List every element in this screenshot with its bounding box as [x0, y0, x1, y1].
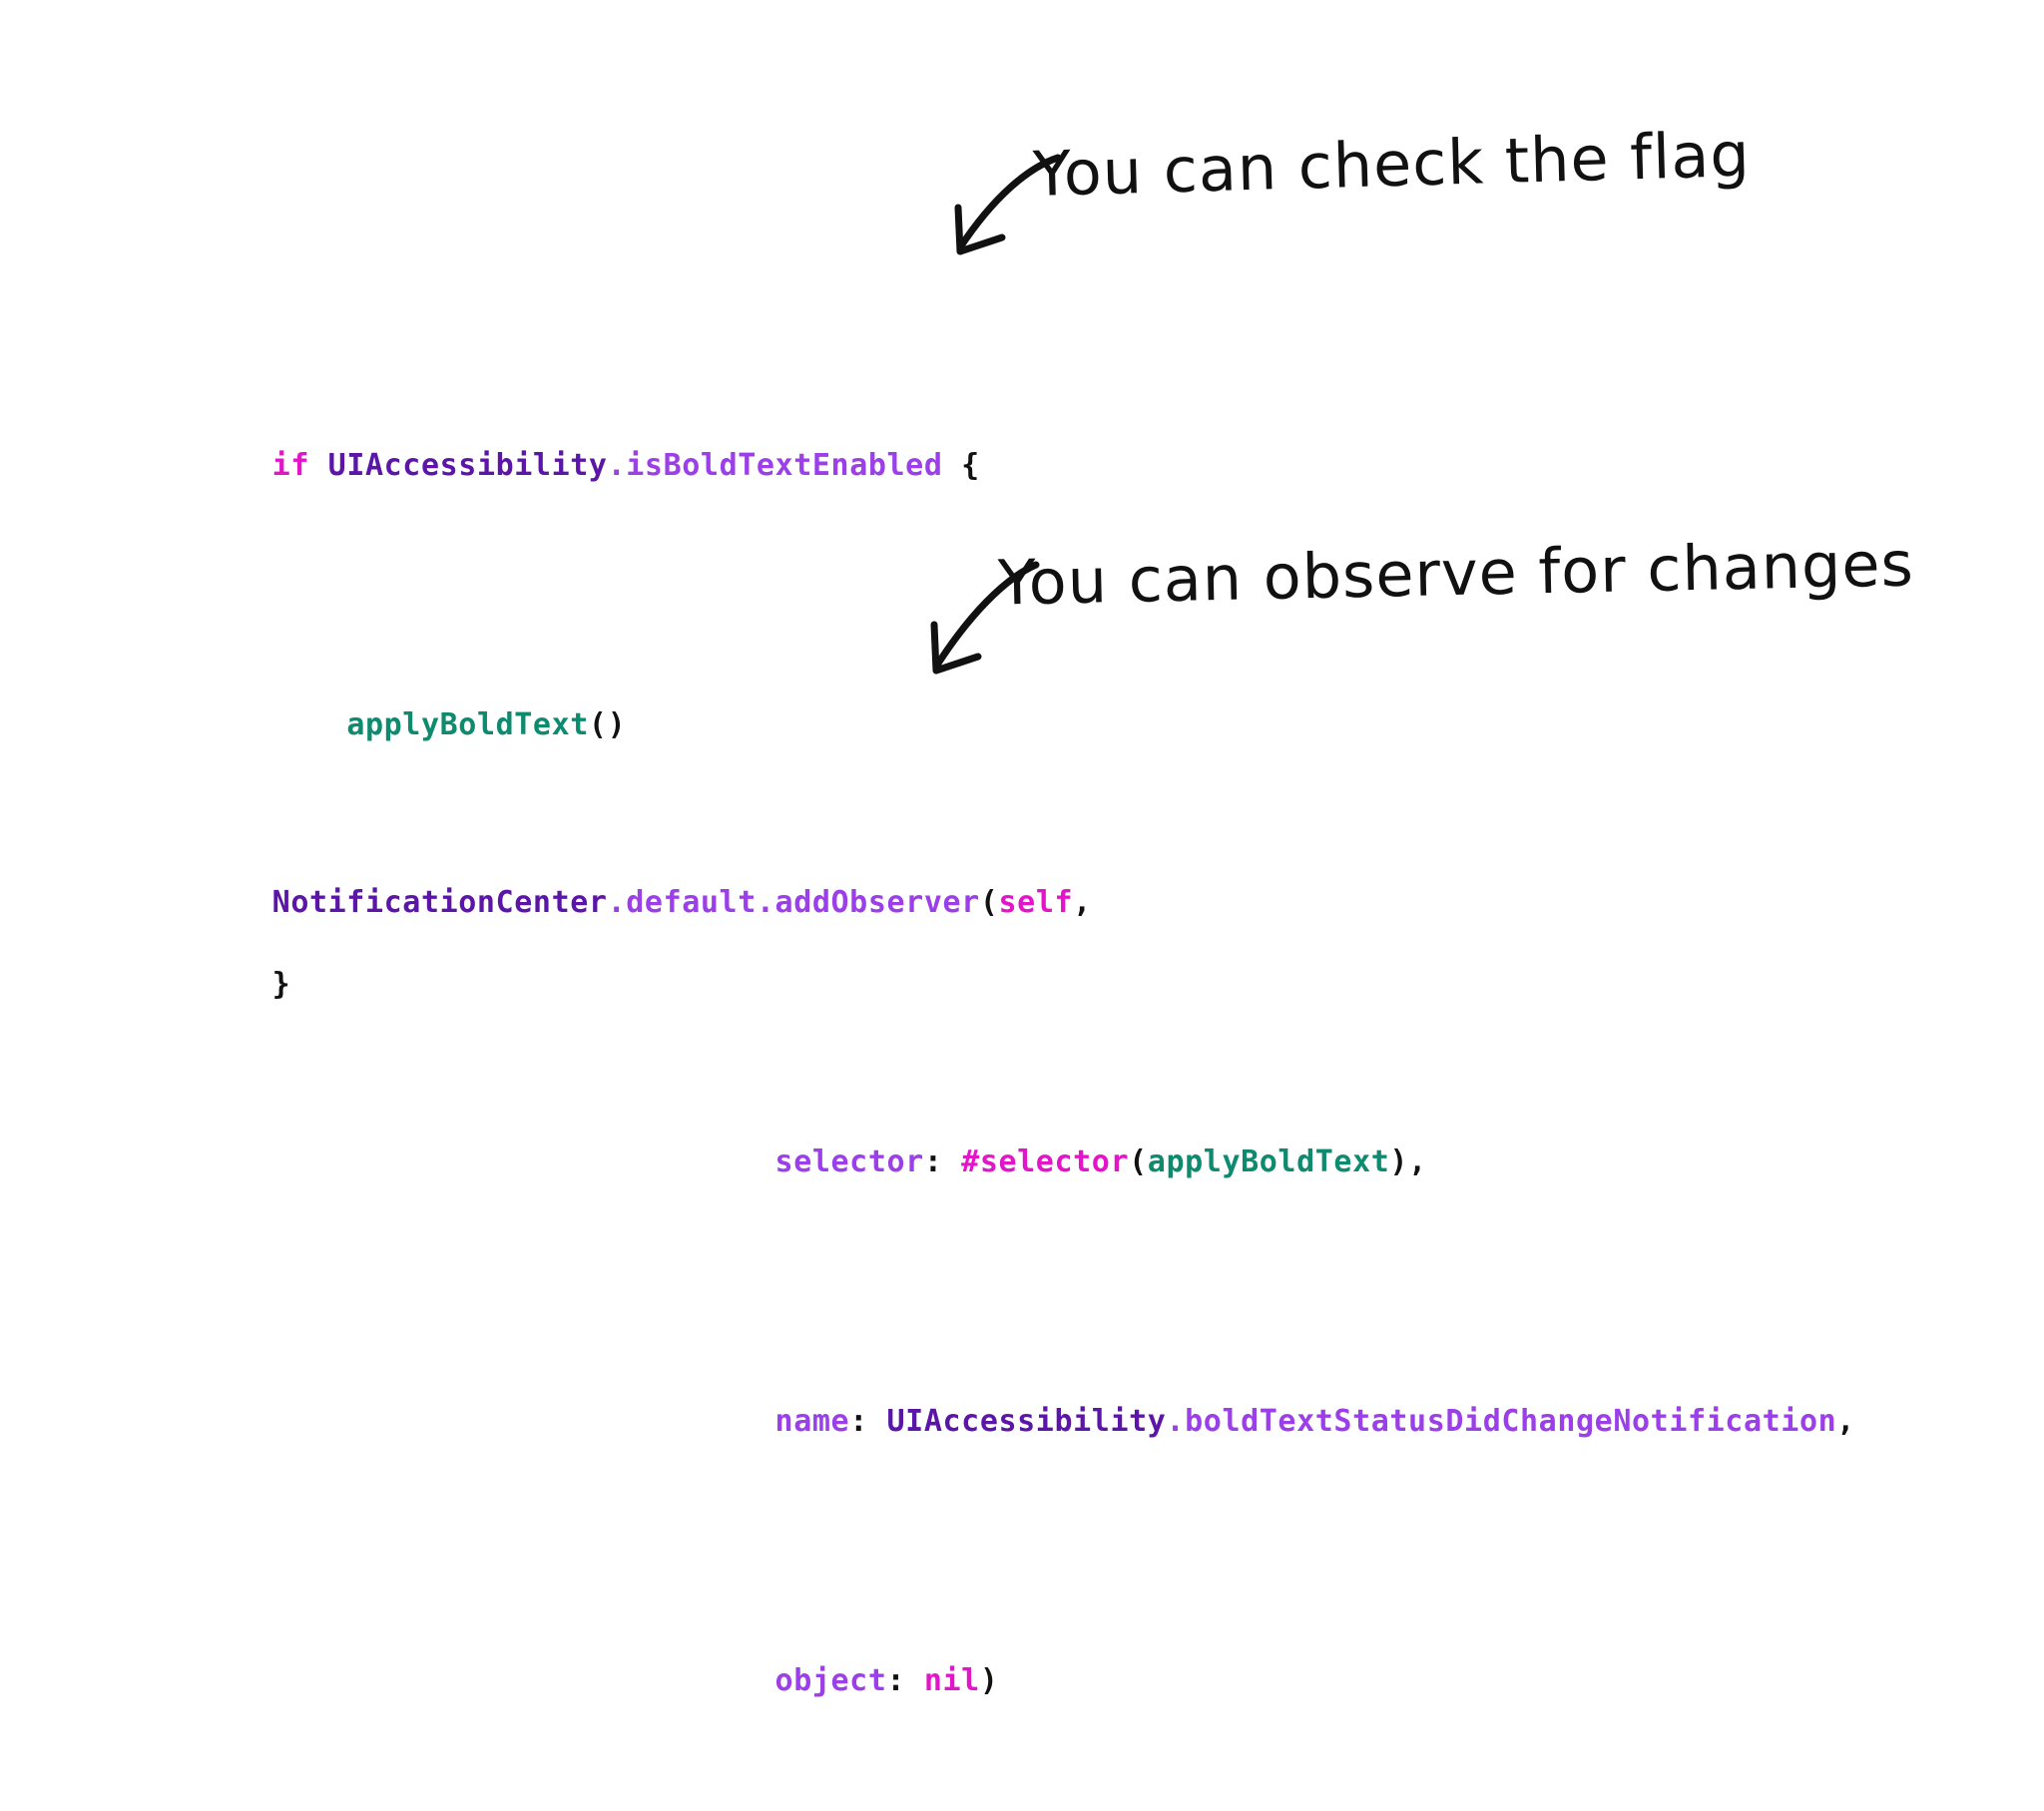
code-block-check-flag: if UIAccessibility.isBoldTextEnabled { a…	[198, 284, 980, 1115]
token-type-notificationcenter: NotificationCenter	[271, 885, 608, 920]
annotation-arrow-2-icon	[930, 561, 1040, 675]
code-line: selector: #selector(applyBoldText),	[198, 1085, 1855, 1240]
token-param-object: object	[774, 1663, 887, 1698]
token-punctuation-close-paren: )	[979, 1663, 999, 1698]
token-function-applyboldtext: applyBoldText	[346, 707, 589, 742]
token-punctuation-close-paren-comma: ),	[1389, 1144, 1427, 1179]
token-function-applyboldtext: applyBoldText	[1147, 1144, 1390, 1179]
token-punctuation-open-paren: (	[1129, 1144, 1148, 1179]
token-property-isboldtextenabled: .isBoldTextEnabled	[607, 448, 943, 483]
token-keyword-if: if	[271, 448, 328, 483]
code-line: }	[198, 907, 980, 1063]
code-line: applyBoldText()	[198, 648, 980, 803]
token-punctuation-comma: ,	[1073, 885, 1092, 920]
token-property-addobserver: .addObserver	[756, 885, 980, 920]
token-punctuation-parens: ()	[588, 707, 627, 742]
token-param-name: name	[774, 1404, 850, 1439]
token-indent	[272, 1144, 775, 1179]
token-punctuation-colon: :	[886, 1663, 924, 1698]
token-keyword-selector-directive: #selector	[961, 1144, 1130, 1179]
token-punctuation-colon: :	[923, 1144, 962, 1179]
code-line: NotificationCenter.default.addObserver(s…	[198, 825, 1855, 981]
token-punctuation-open-paren: (	[979, 885, 999, 920]
code-line: name: UIAccessibility.boldTextStatusDidC…	[198, 1344, 1855, 1500]
token-punctuation-comma: ,	[1836, 1404, 1855, 1439]
token-keyword-nil: nil	[923, 1663, 980, 1698]
annotation-observe-for-changes: You can observe for changes	[997, 527, 1915, 620]
token-param-selector: selector	[774, 1144, 924, 1179]
token-punctuation-open-brace: {	[942, 448, 980, 483]
code-block-add-observer: NotificationCenter.default.addObserver(s…	[198, 721, 1855, 1811]
token-indent	[272, 1663, 775, 1698]
token-type-uiaccessibility: UIAccessibility	[886, 1404, 1167, 1439]
token-property-boldtextstatusdidchangenotification: .boldTextStatusDidChangeNotification	[1166, 1404, 1837, 1439]
code-line: object: nil)	[198, 1603, 1855, 1759]
token-type-uiaccessibility: UIAccessibility	[327, 448, 608, 483]
token-punctuation-close-brace: }	[271, 967, 291, 1002]
code-line: if UIAccessibility.isBoldTextEnabled {	[198, 388, 980, 544]
annotation-check-the-flag: You can check the flag	[1032, 117, 1752, 212]
token-punctuation-colon: :	[849, 1404, 887, 1439]
token-indent	[272, 1404, 775, 1439]
token-keyword-self: self	[998, 885, 1074, 920]
token-property-default: .default	[607, 885, 757, 920]
annotation-arrow-1-icon	[954, 154, 1062, 255]
